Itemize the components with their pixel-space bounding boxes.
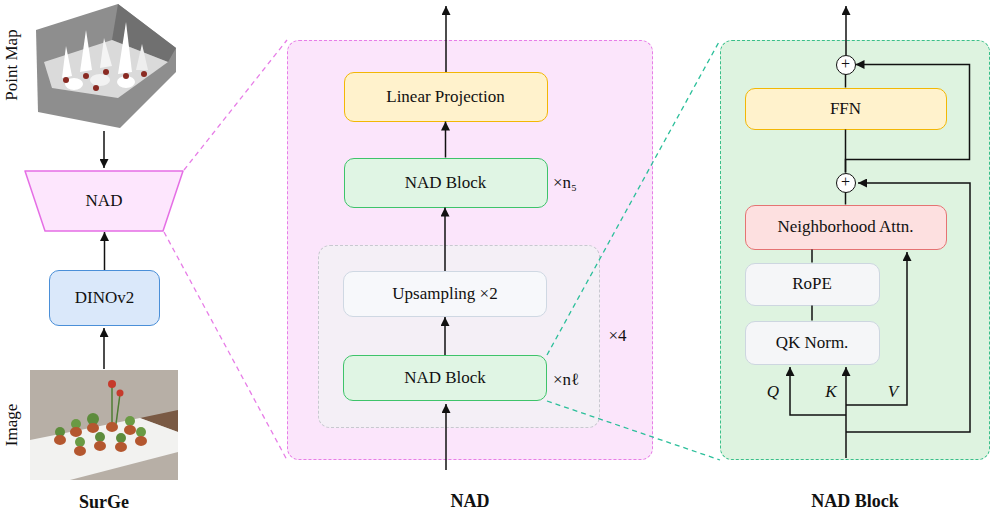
box-label: Upsampling ×2 [392,284,497,304]
point-map-pot [103,69,109,75]
photo-flower [108,380,116,388]
axis-label: Point Map [3,29,22,100]
photo-leaves [136,427,146,437]
box-label: RoPE [792,274,832,294]
photo-leaves [125,416,135,426]
decoder-panel: NADLinear ProjectionNAD Block×4Upsamplin… [287,40,653,460]
photo-pot [94,441,106,451]
point-map-pot [123,73,129,79]
input-name: Q [767,383,779,402]
flow-arrow [104,232,106,270]
point-map-plant [100,38,112,68]
photo-stem [111,384,113,424]
block-panel: NAD BlockFFN++Neighborhood Attn.RoPEQK N… [720,40,990,460]
point-map-pot [63,77,69,83]
point-map-plant [136,44,148,70]
box-label: + [841,174,850,190]
box-label: QK Norm. [776,333,849,353]
zoom-line [164,232,287,460]
decoder-trapezoid: NAD [24,170,184,232]
panel-heading: ×4 [609,326,627,346]
box-label: NAD [86,191,123,211]
photo-pot [106,422,118,432]
input-arrow [103,328,105,369]
sum-circle: + [836,55,856,75]
point-map-plant [80,30,92,72]
box-label: DINOv2 [75,288,135,308]
flow-arrow [444,208,446,272]
photo-pot [115,442,127,452]
box-label: Neighborhood Attn. [778,217,914,237]
norm-box: QK Norm. [745,321,880,365]
photo-flower [117,390,124,397]
flow-arrow [845,75,847,88]
sum-circle: + [836,173,856,193]
box-label: FFN [830,99,861,119]
photo-stem [116,394,120,424]
encoder-box: DINOv2 [49,270,160,326]
photo-pot [70,427,82,437]
panel-heading: NAD Block [811,491,899,512]
photo-leaves [75,437,85,447]
repeat-count: ×nℓ [553,371,579,390]
output-arrow [445,6,447,72]
flow-arrow [845,193,847,205]
flow-arrow [811,306,813,321]
photo-pot [74,446,86,456]
box-label: + [841,56,850,72]
box-label: NAD Block [405,173,487,193]
photo-wall [30,370,178,480]
point-map-plant [62,46,72,78]
photo-leaves [116,433,126,443]
point-map-plant [90,74,110,86]
photo-platform [30,418,178,480]
photo-pot [135,436,147,446]
axis-label: Image [3,404,22,446]
input-name: V [888,383,898,402]
trapezoid-shape [25,171,183,231]
flow-arrow [444,317,446,355]
photo-pot [54,435,66,445]
output-arrow [845,6,847,55]
photo-pot [124,425,136,435]
panel-caption: SurGe [79,493,129,513]
panel-heading: NAD [451,491,490,512]
output-arrow [103,131,105,168]
point-map-pot [141,71,147,77]
point-map-pot [93,85,99,91]
attention-box: Neighborhood Attn. [745,205,947,250]
ffn-box: FFN [745,88,947,130]
flow-arrow [811,250,813,263]
photo-pot [87,423,99,433]
point-map-pot [83,73,89,79]
input-name: K [825,383,836,402]
box-label: NAD Block [404,368,486,388]
input-arrow [445,404,447,470]
zoom-line [184,40,287,170]
point-map-plant [118,22,132,74]
box-label: Linear Projection [386,87,505,107]
block-box: NAD Block [343,355,547,401]
key-arrow [845,367,847,458]
block-box: NAD Block [344,158,548,208]
rope-box: RoPE [745,263,880,306]
repeat-count: ×n₅ [553,174,577,193]
flow-arrow [445,122,447,158]
point-map-wall [36,4,176,128]
upsampling-box: Upsampling ×2 [343,271,547,317]
projection-box: Linear Projection [344,72,548,122]
photo-leaves [95,432,105,442]
